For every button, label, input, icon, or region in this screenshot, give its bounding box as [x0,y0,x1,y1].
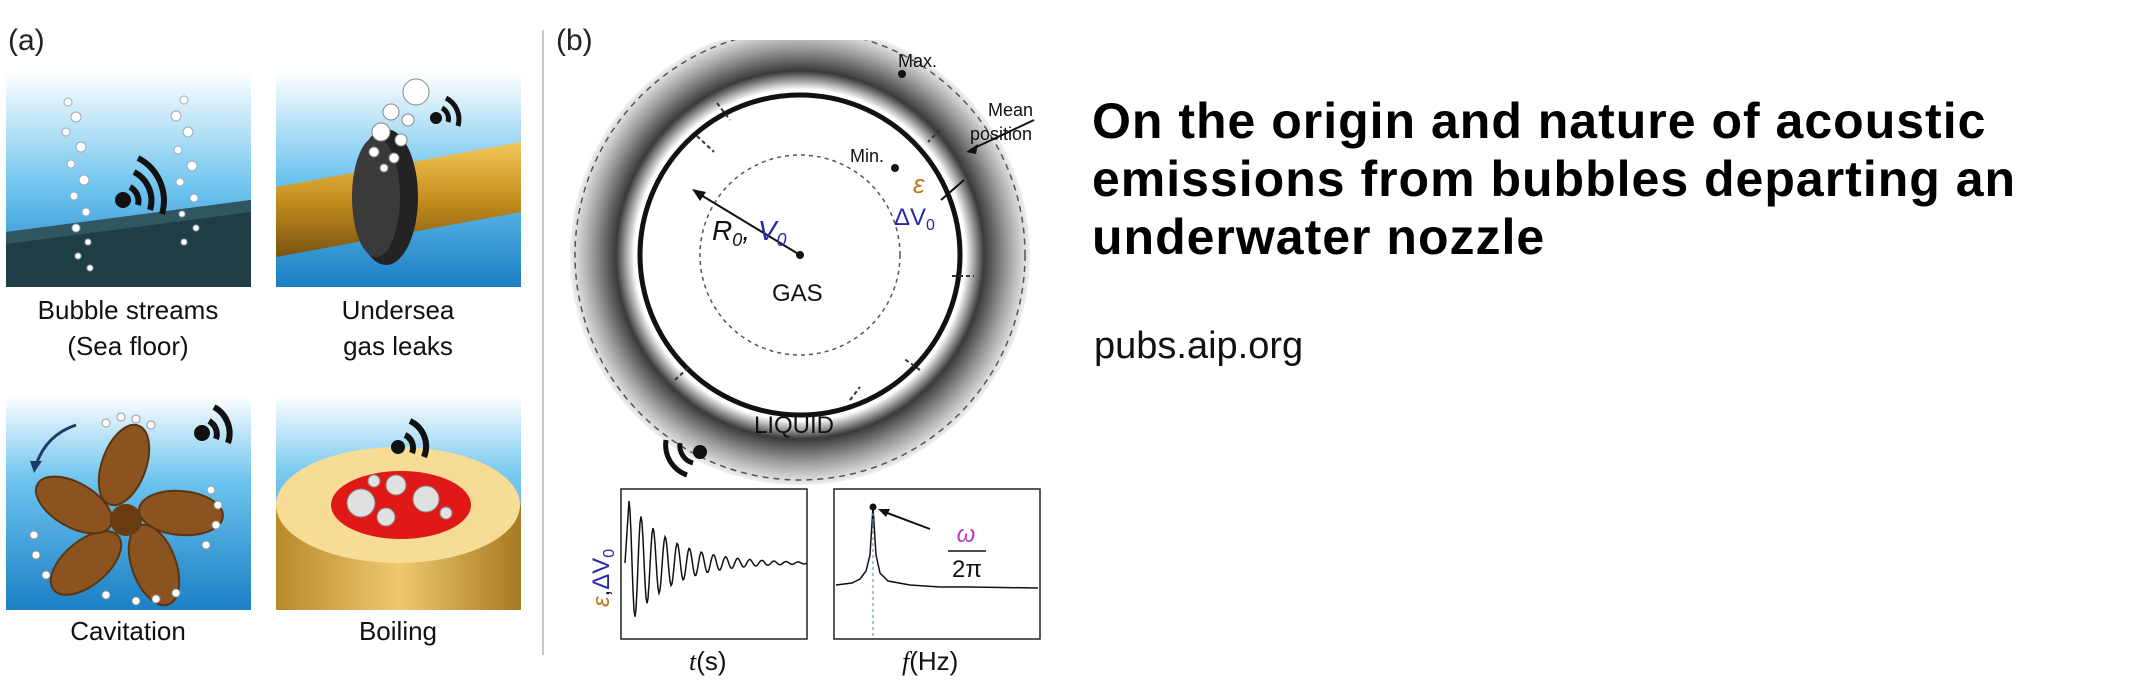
delta-v-subscript: 0 [926,217,935,234]
panel-a-label: (a) [8,24,45,57]
liquid-label: LIQUID [754,412,834,439]
mean-label-line1: Mean [988,100,1033,120]
radius-subscript: 0 [732,230,742,250]
article-title: On the origin and nature of acoustic emi… [1092,93,2017,265]
frequency-spectrum-plot: ω 2π f(Hz) [833,488,1041,676]
volume-symbol: V [758,215,779,246]
caption-gas-leaks-line1: Undersea [341,295,455,325]
y-delta-v: ΔV [588,558,615,590]
caption-gas-leaks: Undersea gas leaks [258,292,538,364]
caption-boiling: Boiling [358,616,438,646]
caption-bubble-streams-line1: Bubble streams [37,295,219,325]
caption-cavitation: Cavitation [70,616,186,646]
caption-bubble-streams: Bubble streams (Sea floor) [0,292,268,364]
spectrum-curve [835,506,1039,589]
bubble-oscillation-diagram: Max. Mean position Min. R0, V0 ε ΔV0 GAS… [570,40,1035,485]
time-signal-plot: ε,ΔV0 t(s) [588,488,808,676]
svg-text:t(s): t(s) [689,646,727,676]
decaying-oscillation-curve [624,500,808,617]
svg-text:R0, V0: R0, V0 [712,215,787,250]
source-link[interactable]: pubs.aip.org [1094,325,1304,367]
radius-symbol: R [712,215,732,246]
svg-text:ε,ΔV0: ε,ΔV0 [588,549,618,607]
y-delta-v-subscript: 0 [601,549,618,558]
epsilon-label: ε [913,169,925,199]
boiling-illustration [276,395,521,610]
bubble-streams-illustration [6,72,251,287]
gas-leak-illustration [276,72,521,287]
svg-text:ΔV0: ΔV0 [894,204,935,234]
svg-text:f(Hz): f(Hz) [902,646,958,676]
two-pi-label: 2π [952,556,982,583]
time-axis-symbol: t [689,647,697,676]
panel-b-label: (b) [556,24,593,57]
delta-v-label: ΔV [894,204,926,231]
y-comma: , [588,590,615,597]
freq-axis-symbol: f [902,647,913,676]
caption-bubble-streams-line2: (Sea floor) [67,331,189,361]
mean-label-line2: position [970,124,1032,144]
time-axis-unit: (s) [696,646,726,676]
cavitation-illustration [6,395,251,610]
min-label: Min. [850,146,884,166]
gas-label: GAS [772,280,823,307]
volume-subscript: 0 [777,230,787,250]
caption-gas-leaks-line2: gas leaks [343,331,453,361]
panel-divider [542,30,544,655]
omega-label: ω [957,521,976,548]
freq-axis-unit: (Hz) [909,646,958,676]
max-label: Max. [898,51,937,71]
y-epsilon: ε [588,596,615,607]
